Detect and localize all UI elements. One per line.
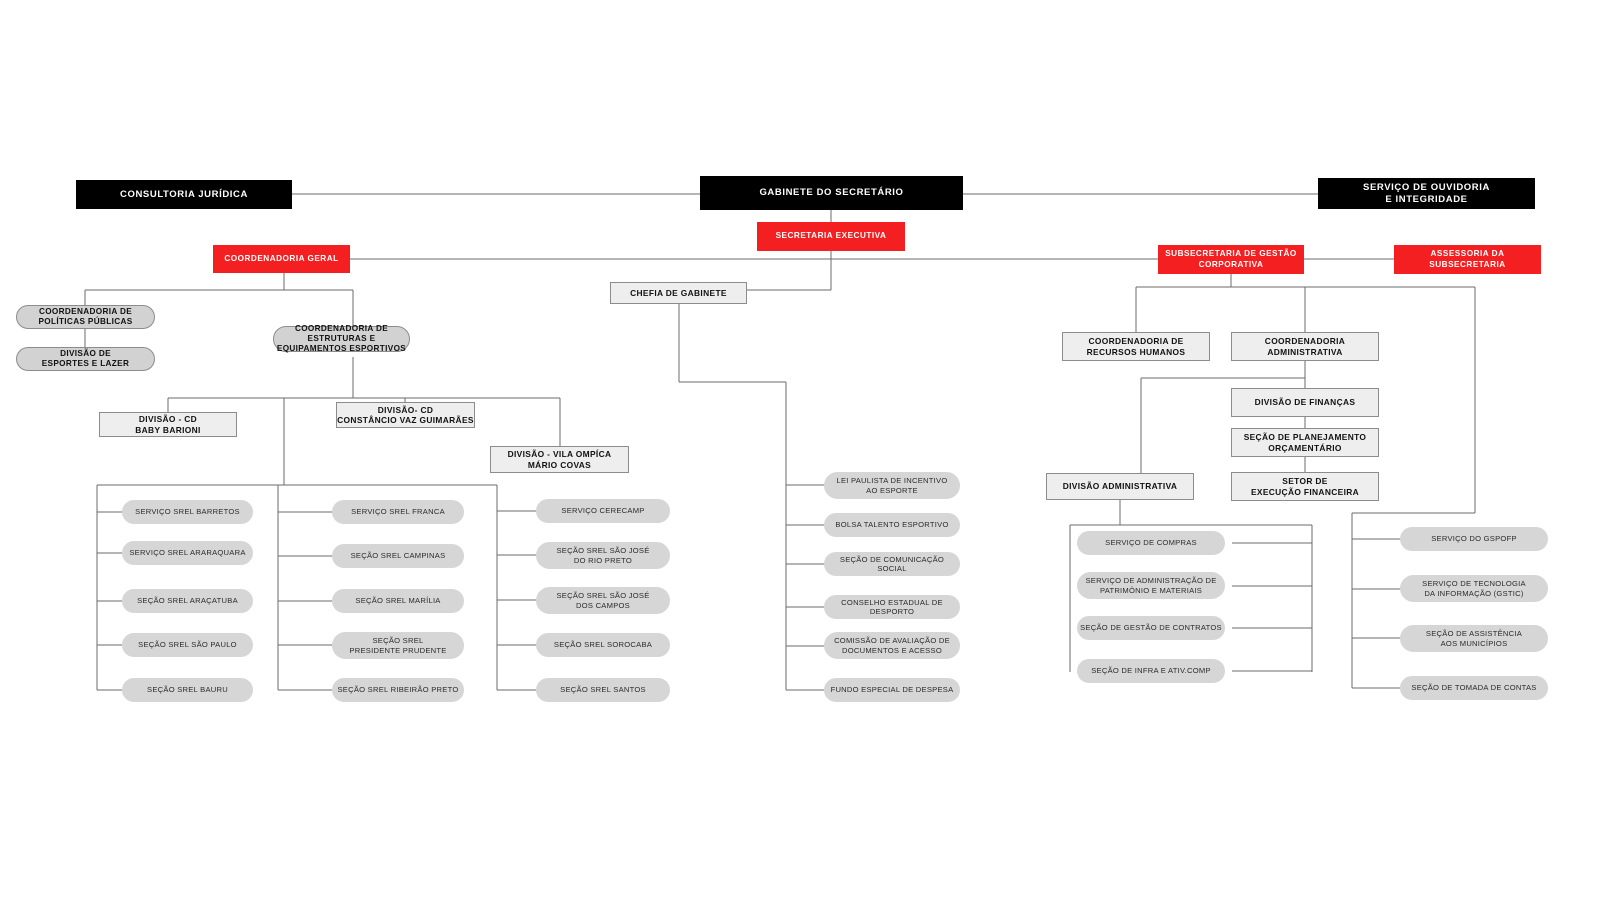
- node-label: COORDENADORIA ADMINISTRATIVA: [1264, 336, 1346, 357]
- node-label: SEÇÃO SREL SÃO PAULO: [138, 640, 237, 650]
- list-item[interactable]: SERVIÇO SREL BARRETOS: [122, 500, 253, 524]
- node-label: SEÇÃO SREL CAMPINAS: [350, 551, 446, 561]
- node-label: SERVIÇO DE COMPRAS: [1105, 538, 1197, 548]
- node-label: SEÇÃO DE ASSISTÊNCIA AOS MUNICÍPIOS: [1425, 629, 1523, 648]
- node-divisao-administrativa[interactable]: DIVISÃO ADMINISTRATIVA: [1046, 473, 1194, 500]
- node-setor-de-execucao-financeira[interactable]: SETOR DE EXECUÇÃO FINANCEIRA: [1231, 472, 1379, 501]
- list-item[interactable]: SEÇÃO DE INFRA E ATIV.COMP: [1077, 659, 1225, 683]
- node-label: SEÇÃO SREL RIBEIRÃO PRETO: [337, 685, 459, 695]
- list-item[interactable]: COMISSÃO DE AVALIAÇÃO DE DOCUMENTOS E AC…: [824, 632, 960, 659]
- node-label: CHEFIA DE GABINETE: [630, 287, 727, 298]
- node-coordenadoria-de-estruturas-e-equipamentos-esportivos[interactable]: COORDENADORIA DE ESTRUTURAS E EQUIPAMENT…: [273, 323, 410, 354]
- node-label: SEÇÃO DE INFRA E ATIV.COMP: [1091, 666, 1211, 676]
- node-label: SERVIÇO DE ADMINISTRAÇÃO DE PATRIMÔNIO E…: [1085, 576, 1217, 595]
- node-label: COORDENADORIA DE ESTRUTURAS E EQUIPAMENT…: [276, 323, 407, 354]
- node-divisao-vila-ompica-mario-covas[interactable]: DIVISÃO - VILA OMPÍCA MÁRIO COVAS: [490, 446, 629, 473]
- node-label: DIVISÃO DE FINANÇAS: [1254, 397, 1356, 408]
- node-label: SEÇÃO SREL SÃO JOSÉ DOS CAMPOS: [556, 591, 650, 610]
- node-label: SERVIÇO SREL FRANCA: [351, 507, 445, 517]
- node-divisao-de-esportes-e-lazer[interactable]: DIVISÃO DE ESPORTES E LAZER: [16, 347, 155, 371]
- list-item[interactable]: CONSELHO ESTADUAL DE DESPORTO: [824, 595, 960, 619]
- node-assessoria-da-subsecretaria[interactable]: ASSESSORIA DA SUBSECRETARIA: [1394, 245, 1541, 274]
- list-item[interactable]: SEÇÃO SREL RIBEIRÃO PRETO: [332, 678, 464, 702]
- list-item[interactable]: SEÇÃO SREL SÃO JOSÉ DOS CAMPOS: [536, 587, 670, 614]
- node-label: SERVIÇO DE OUVIDORIA E INTEGRIDADE: [1363, 181, 1490, 205]
- list-item[interactable]: SEÇÃO SREL SÃO JOSÉ DO RIO PRETO: [536, 542, 670, 569]
- node-label: COMISSÃO DE AVALIAÇÃO DE DOCUMENTOS E AC…: [834, 636, 950, 655]
- node-divisao-cd-constancio-vaz-guimaraes[interactable]: DIVISÃO- CD CONSTÂNCIO VAZ GUIMARÃES: [336, 402, 475, 428]
- list-item[interactable]: SERVIÇO DE ADMINISTRAÇÃO DE PATRIMÔNIO E…: [1077, 572, 1225, 599]
- node-label: SEÇÃO SREL SÃO JOSÉ DO RIO PRETO: [556, 546, 650, 565]
- node-label: DIVISÃO- CD CONSTÂNCIO VAZ GUIMARÃES: [337, 404, 474, 426]
- node-label: SERVIÇO SREL BARRETOS: [135, 507, 240, 517]
- node-label: FUNDO ESPECIAL DE DESPESA: [830, 685, 954, 695]
- list-item[interactable]: SEÇÃO SREL SANTOS: [536, 678, 670, 702]
- node-label: COORDENADORIA DE RECURSOS HUMANOS: [1086, 336, 1186, 357]
- node-label: SERVIÇO SREL ARARAQUARA: [129, 548, 246, 558]
- node-secretaria-executiva[interactable]: SECRETARIA EXECUTIVA: [757, 222, 905, 251]
- node-label: GABINETE DO SECRETÁRIO: [759, 187, 904, 199]
- node-gabinete-do-secretario[interactable]: GABINETE DO SECRETÁRIO: [700, 176, 963, 210]
- node-label: SERVIÇO DO GSPOFP: [1431, 534, 1517, 544]
- node-label: DIVISÃO - VILA OMPÍCA MÁRIO COVAS: [507, 449, 612, 470]
- list-item[interactable]: SEÇÃO DE ASSISTÊNCIA AOS MUNICÍPIOS: [1400, 625, 1548, 652]
- node-coordenadoria-administrativa[interactable]: COORDENADORIA ADMINISTRATIVA: [1231, 332, 1379, 361]
- node-label: DIVISÃO ADMINISTRATIVA: [1062, 481, 1178, 492]
- node-label: SERVIÇO CERECAMP: [561, 506, 645, 516]
- node-divisao-de-financas[interactable]: DIVISÃO DE FINANÇAS: [1231, 388, 1379, 417]
- node-label: SEÇÃO SREL ARAÇATUBA: [137, 596, 238, 606]
- list-item[interactable]: SEÇÃO SREL SÃO PAULO: [122, 633, 253, 657]
- node-chefia-de-gabinete[interactable]: CHEFIA DE GABINETE: [610, 282, 747, 304]
- list-item[interactable]: SERVIÇO DE COMPRAS: [1077, 531, 1225, 555]
- list-item[interactable]: SEÇÃO SREL MARÍLIA: [332, 589, 464, 613]
- list-item[interactable]: SERVIÇO SREL ARARAQUARA: [122, 541, 253, 565]
- node-label: SEÇÃO DE PLANEJAMENTO ORÇAMENTÁRIO: [1243, 432, 1367, 453]
- node-label: SEÇÃO DE TOMADA DE CONTAS: [1411, 683, 1537, 693]
- node-coordenadoria-de-recursos-humanos[interactable]: COORDENADORIA DE RECURSOS HUMANOS: [1062, 332, 1210, 361]
- list-item[interactable]: BOLSA TALENTO ESPORTIVO: [824, 513, 960, 537]
- node-coordenadoria-geral[interactable]: COORDENADORIA GERAL: [213, 245, 350, 273]
- list-item[interactable]: SEÇÃO SREL PRESIDENTE PRUDENTE: [332, 632, 464, 659]
- node-label: SEÇÃO SREL MARÍLIA: [355, 596, 441, 606]
- list-item[interactable]: SERVIÇO CERECAMP: [536, 499, 670, 523]
- node-label: SEÇÃO DE GESTÃO DE CONTRATOS: [1080, 623, 1222, 633]
- node-label: SERVIÇO DE TECNOLOGIA DA INFORMAÇÃO (GST…: [1422, 579, 1526, 598]
- node-label: SUBSECRETARIA DE GESTÃO CORPORATIVA: [1165, 249, 1297, 269]
- node-label: DIVISÃO DE ESPORTES E LAZER: [41, 348, 130, 368]
- node-servico-de-ouvidoria-e-integridade[interactable]: SERVIÇO DE OUVIDORIA E INTEGRIDADE: [1318, 178, 1535, 209]
- node-label: CONSULTORIA JURÍDICA: [120, 188, 248, 200]
- list-item[interactable]: SEÇÃO DE GESTÃO DE CONTRATOS: [1077, 616, 1225, 640]
- list-item[interactable]: SEÇÃO DE COMUNICAÇÃO SOCIAL: [824, 552, 960, 576]
- list-item[interactable]: SERVIÇO DE TECNOLOGIA DA INFORMAÇÃO (GST…: [1400, 575, 1548, 602]
- node-label: SEÇÃO SREL SANTOS: [560, 685, 646, 695]
- node-secao-de-planejamento-orcamentario[interactable]: SEÇÃO DE PLANEJAMENTO ORÇAMENTÁRIO: [1231, 428, 1379, 457]
- list-item[interactable]: SEÇÃO SREL ARAÇATUBA: [122, 589, 253, 613]
- node-label: ASSESSORIA DA SUBSECRETARIA: [1429, 249, 1506, 269]
- list-item[interactable]: SEÇÃO SREL SOROCABA: [536, 633, 670, 657]
- node-coordenadoria-de-politicas-publicas[interactable]: COORDENADORIA DE POLÍTICAS PÚBLICAS: [16, 305, 155, 329]
- node-label: CONSELHO ESTADUAL DE DESPORTO: [841, 597, 943, 616]
- node-subsecretaria-de-gestao-corporativa[interactable]: SUBSECRETARIA DE GESTÃO CORPORATIVA: [1158, 245, 1304, 274]
- node-label: LEI PAULISTA DE INCENTIVO AO ESPORTE: [836, 476, 948, 495]
- node-label: SECRETARIA EXECUTIVA: [775, 231, 887, 241]
- node-label: COORDENADORIA GERAL: [224, 253, 339, 263]
- node-label: SEÇÃO SREL BAURU: [147, 685, 228, 695]
- list-item[interactable]: LEI PAULISTA DE INCENTIVO AO ESPORTE: [824, 472, 960, 499]
- node-label: SETOR DE EXECUÇÃO FINANCEIRA: [1250, 476, 1360, 497]
- node-label: SEÇÃO DE COMUNICAÇÃO SOCIAL: [839, 554, 945, 573]
- list-item[interactable]: SEÇÃO SREL BAURU: [122, 678, 253, 702]
- list-item[interactable]: FUNDO ESPECIAL DE DESPESA: [824, 678, 960, 702]
- node-label: DIVISÃO - CD BABY BARIONI: [135, 414, 201, 435]
- node-divisao-cd-baby-barioni[interactable]: DIVISÃO - CD BABY BARIONI: [99, 412, 237, 437]
- node-consultoria-juridica[interactable]: CONSULTORIA JURÍDICA: [76, 180, 292, 209]
- list-item[interactable]: SERVIÇO DO GSPOFP: [1400, 527, 1548, 551]
- list-item[interactable]: SERVIÇO SREL FRANCA: [332, 500, 464, 524]
- node-label: SEÇÃO SREL PRESIDENTE PRUDENTE: [349, 636, 447, 655]
- node-label: SEÇÃO SREL SOROCABA: [553, 640, 653, 650]
- list-item[interactable]: SEÇÃO SREL CAMPINAS: [332, 544, 464, 568]
- node-label: COORDENADORIA DE POLÍTICAS PÚBLICAS: [38, 306, 133, 326]
- node-label: BOLSA TALENTO ESPORTIVO: [835, 520, 949, 530]
- list-item[interactable]: SEÇÃO DE TOMADA DE CONTAS: [1400, 676, 1548, 700]
